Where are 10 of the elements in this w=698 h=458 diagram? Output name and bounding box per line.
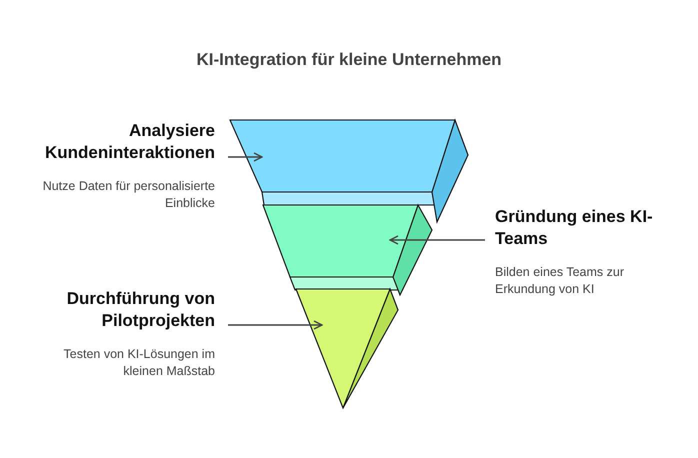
step-description: Nutze Daten für personalisierte Einblicke <box>42 178 215 212</box>
step-heading: Analysiere Kundeninteraktionen <box>44 120 215 164</box>
arrow <box>389 235 485 245</box>
step-heading: Gründung eines KI-Teams <box>495 206 654 250</box>
step-description: Testen von KI-Lösungen im kleinen Maßstab <box>62 346 215 380</box>
step-heading: Durchführung von Pilotprojekten <box>66 288 215 332</box>
diagram-title: KI-Integration für kleine Unternehmen <box>195 50 503 70</box>
arrow <box>228 152 263 162</box>
arrow <box>228 320 323 330</box>
step-description: Bilden eines Teams zur Erkundung von KI <box>495 264 626 298</box>
